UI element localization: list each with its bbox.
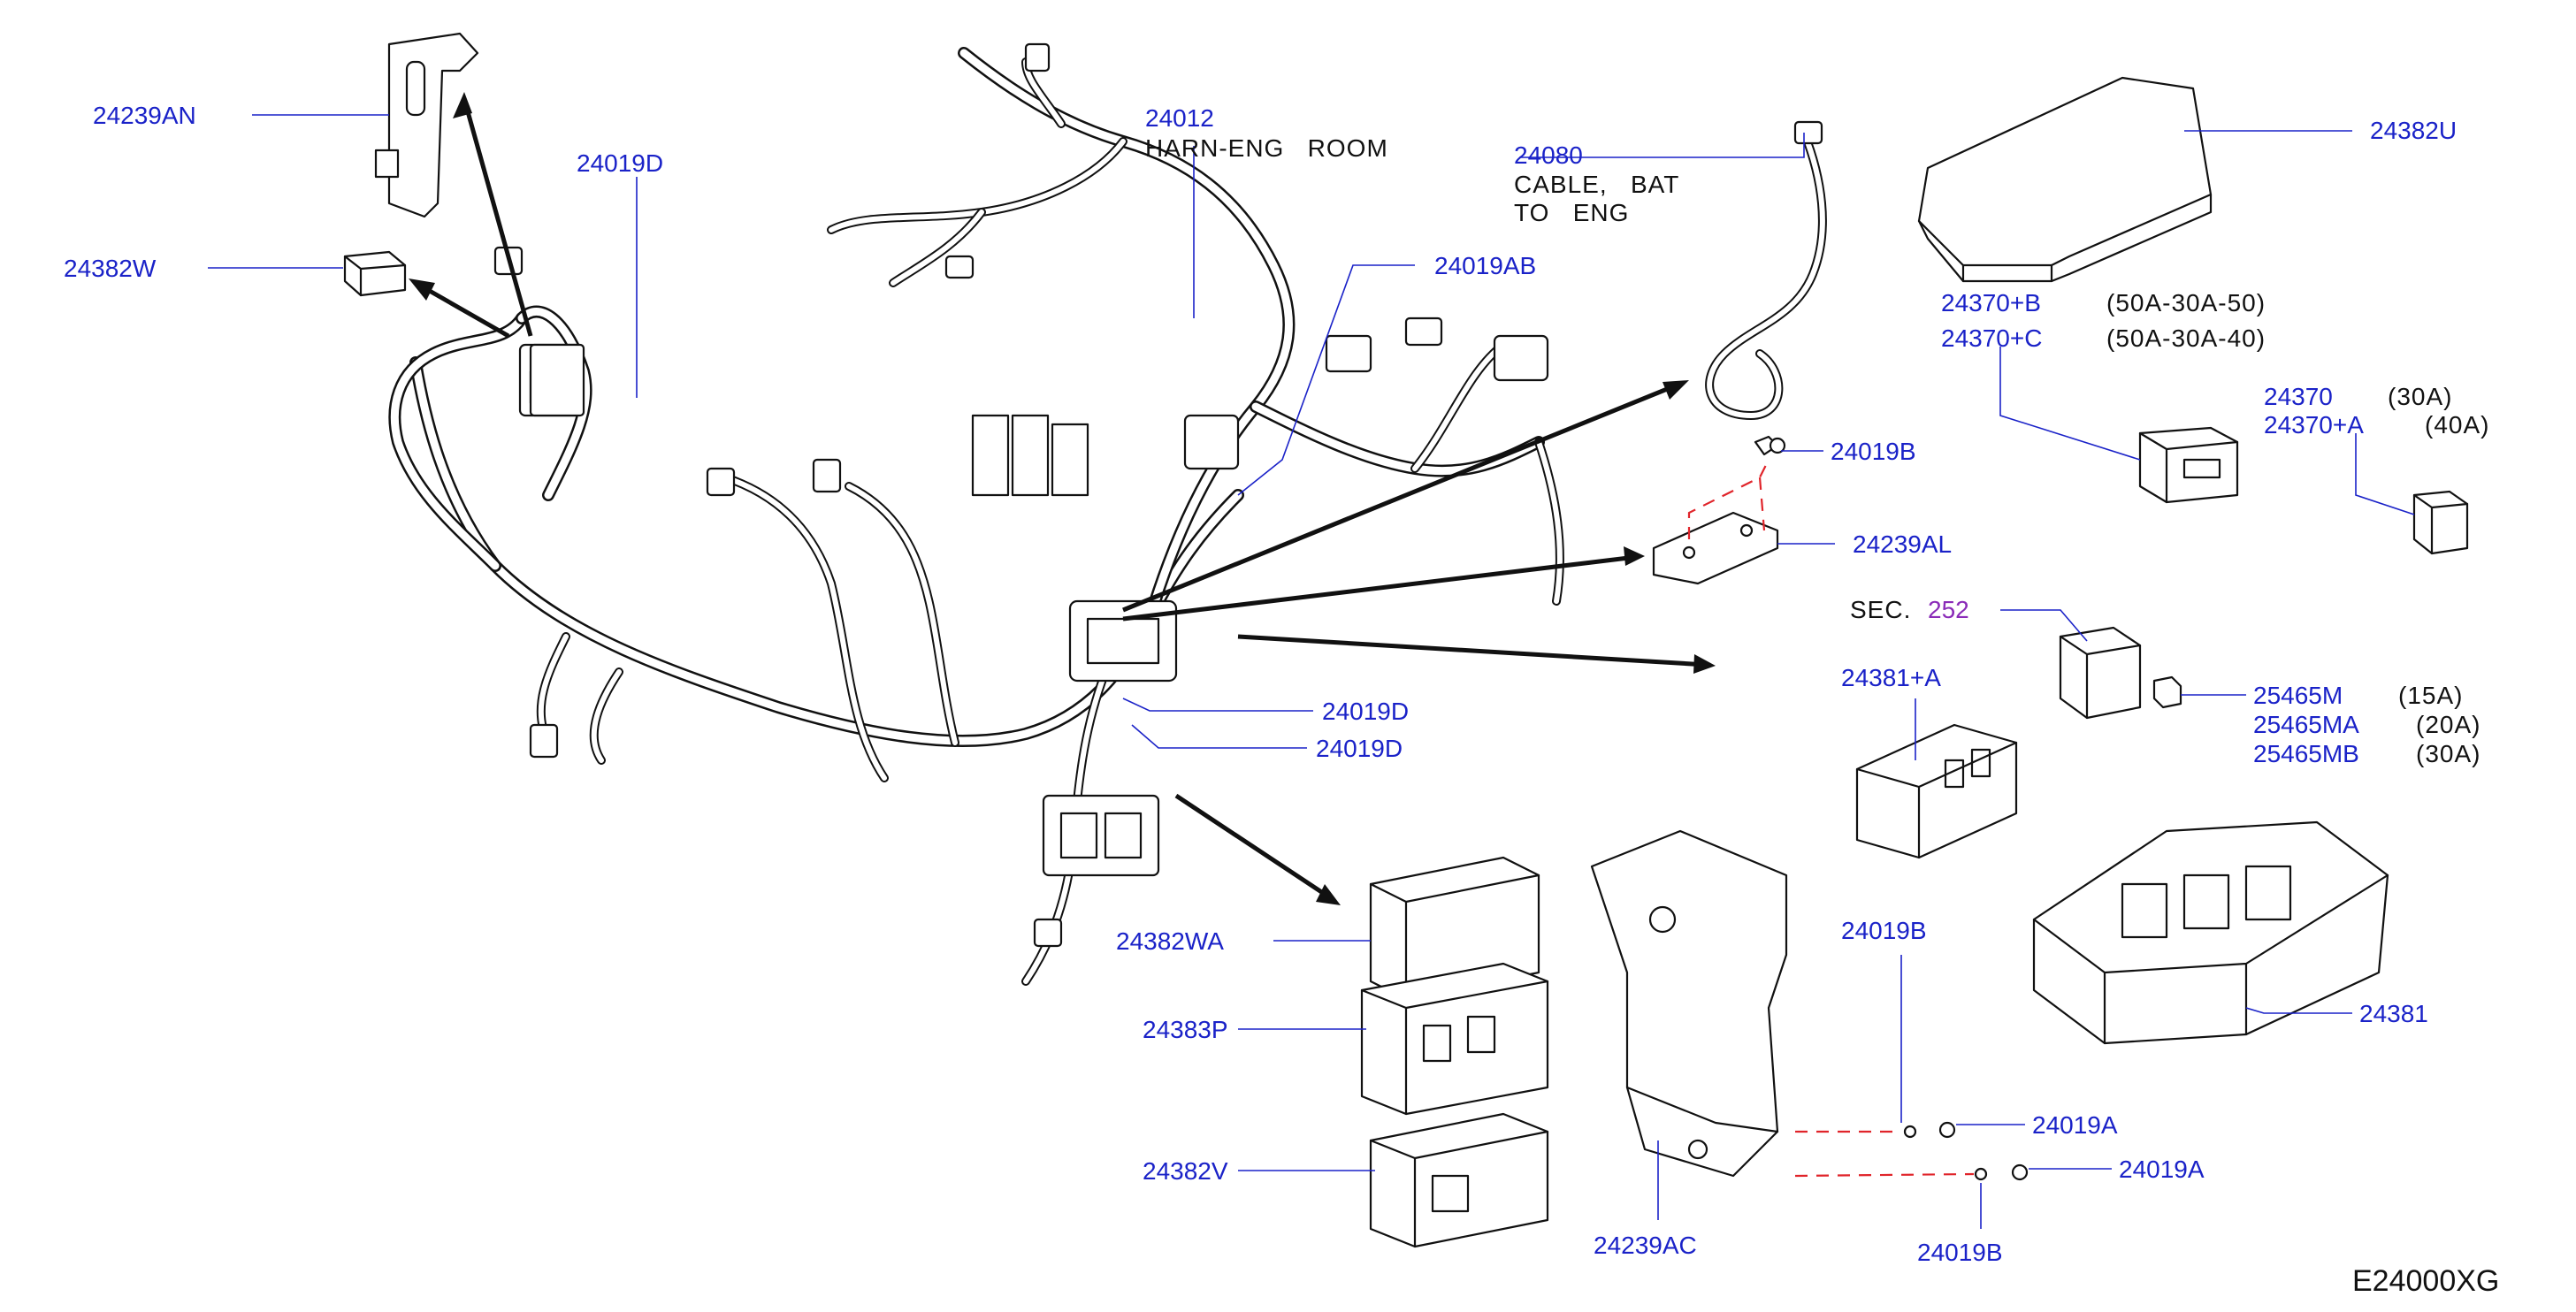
rating-24370: (30A)	[2388, 383, 2452, 410]
callout-arrows	[409, 92, 1716, 905]
label-24019d-top: 24019D	[577, 149, 663, 177]
label-24370: 24370	[2264, 383, 2333, 410]
label-24383p: 24383P	[1143, 1016, 1228, 1043]
rating-24370a: (40A)	[2425, 411, 2489, 439]
diagram-code: E24000XG	[2352, 1264, 2499, 1298]
fasteners-drawing	[1769, 437, 2029, 1181]
rating-25465m: (15A)	[2398, 682, 2463, 709]
label-24382u: 24382U	[2370, 117, 2457, 144]
label-24370c: 24370+C	[1941, 324, 2042, 352]
label-24019ab: 24019AB	[1434, 252, 1536, 279]
fuse-block-24381a-drawing	[1855, 723, 2018, 859]
label-24382wa: 24382WA	[1116, 927, 1224, 955]
fuse-24370-drawing	[2412, 490, 2469, 555]
desc-24080-line2: TO ENG	[1514, 199, 1629, 226]
sec-label: SEC.	[1850, 596, 1911, 623]
label-24019a-1: 24019A	[2032, 1111, 2118, 1139]
rating-24370b: (50A-30A-50)	[2106, 289, 2266, 317]
fuse-25465m-drawing	[2152, 675, 2182, 709]
label-24370b: 24370+B	[1941, 289, 2041, 317]
label-24019b-mid: 24019B	[1841, 917, 1927, 944]
desc-24012: HARN-ENG ROOM	[1145, 134, 1388, 162]
label-24381a: 24381+A	[1841, 664, 1941, 691]
label-24239an: 24239AN	[93, 102, 196, 129]
relay-block-drawing	[529, 343, 585, 417]
label-24019b-bot: 24019B	[1917, 1239, 2003, 1266]
label-25465mb: 25465MB	[2253, 740, 2359, 767]
bracket-24239al-drawing	[1652, 435, 1779, 585]
block-24382v-drawing	[1369, 1112, 1549, 1248]
cover-24382wa-drawing	[1369, 856, 1540, 1001]
sec-252-relay-drawing	[2059, 626, 2142, 720]
rating-24370c: (50A-30A-40)	[2106, 324, 2266, 352]
desc-24080-line1: CABLE, BAT	[1514, 171, 1679, 198]
label-24382v: 24382V	[1143, 1157, 1228, 1185]
label-24370a: 24370+A	[2264, 411, 2364, 439]
label-24012: 24012	[1145, 104, 1214, 132]
bracket-24239an-drawing	[374, 32, 479, 218]
rating-25465mb: (30A)	[2416, 740, 2480, 767]
label-24019d-mid1: 24019D	[1322, 698, 1409, 725]
label-24080: 24080	[1514, 141, 1583, 169]
label-24239ac: 24239AC	[1594, 1232, 1697, 1259]
rating-25465ma: (20A)	[2416, 711, 2480, 738]
bracket-24239ac-drawing	[1590, 829, 1788, 1178]
fusible-link-24370b-drawing	[2138, 426, 2239, 504]
label-24382w: 24382W	[64, 255, 157, 282]
label-24019b-top: 24019B	[1831, 438, 1916, 465]
sec-number: 252	[1928, 596, 1969, 623]
battery-cable-24080-drawing	[1705, 120, 1827, 420]
relay-box-24381-drawing	[2032, 820, 2389, 1045]
cover-24382u-drawing	[1917, 76, 2213, 283]
label-24239al: 24239AL	[1853, 530, 1952, 558]
block-24383p-drawing	[1360, 962, 1549, 1116]
dashed-guides	[1687, 459, 1975, 1178]
label-24019a-2: 24019A	[2119, 1156, 2205, 1183]
label-24381: 24381	[2359, 1000, 2428, 1027]
leader-lines	[208, 114, 2415, 1229]
connector-24382w-drawing	[343, 250, 407, 297]
label-25465m: 25465M	[2253, 682, 2343, 709]
engine-room-harness-drawing	[388, 42, 1564, 986]
label-25465ma: 25465MA	[2253, 711, 2359, 738]
label-24019d-mid2: 24019D	[1316, 735, 1403, 762]
part-labels: 24239AN 24019D 24382W 24012 HARN-ENG ROO…	[64, 102, 2499, 1298]
